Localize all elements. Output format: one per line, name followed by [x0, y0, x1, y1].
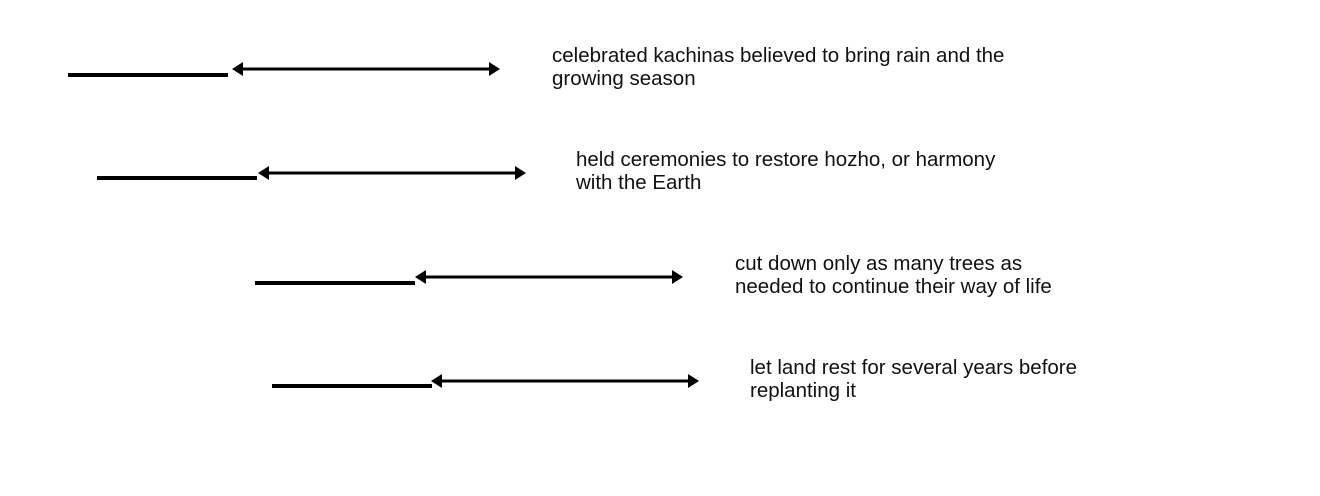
description-line: with the Earth: [576, 171, 702, 194]
answer-blank[interactable]: [68, 73, 228, 77]
description-line: let land rest for several years before: [750, 356, 1078, 379]
description-line: celebrated kachinas believed to bring ra…: [552, 44, 1005, 67]
description-text: held ceremonies to restore hozho, or har…: [576, 148, 995, 194]
double-arrow-icon: [431, 374, 699, 388]
answer-blank[interactable]: [255, 281, 415, 285]
description-line: replanting it: [750, 379, 856, 402]
description-line: growing season: [552, 67, 696, 90]
double-arrow-icon: [258, 166, 526, 180]
double-arrow-icon: [415, 270, 683, 284]
answer-blank[interactable]: [97, 176, 257, 180]
description-line: needed to continue their way of life: [735, 275, 1052, 298]
description-text: celebrated kachinas believed to bring ra…: [552, 44, 1004, 90]
description-line: cut down only as many trees as: [735, 252, 1023, 275]
description-line: held ceremonies to restore hozho, or har…: [576, 148, 996, 171]
double-arrow-icon: [232, 62, 500, 76]
answer-blank[interactable]: [272, 384, 432, 388]
